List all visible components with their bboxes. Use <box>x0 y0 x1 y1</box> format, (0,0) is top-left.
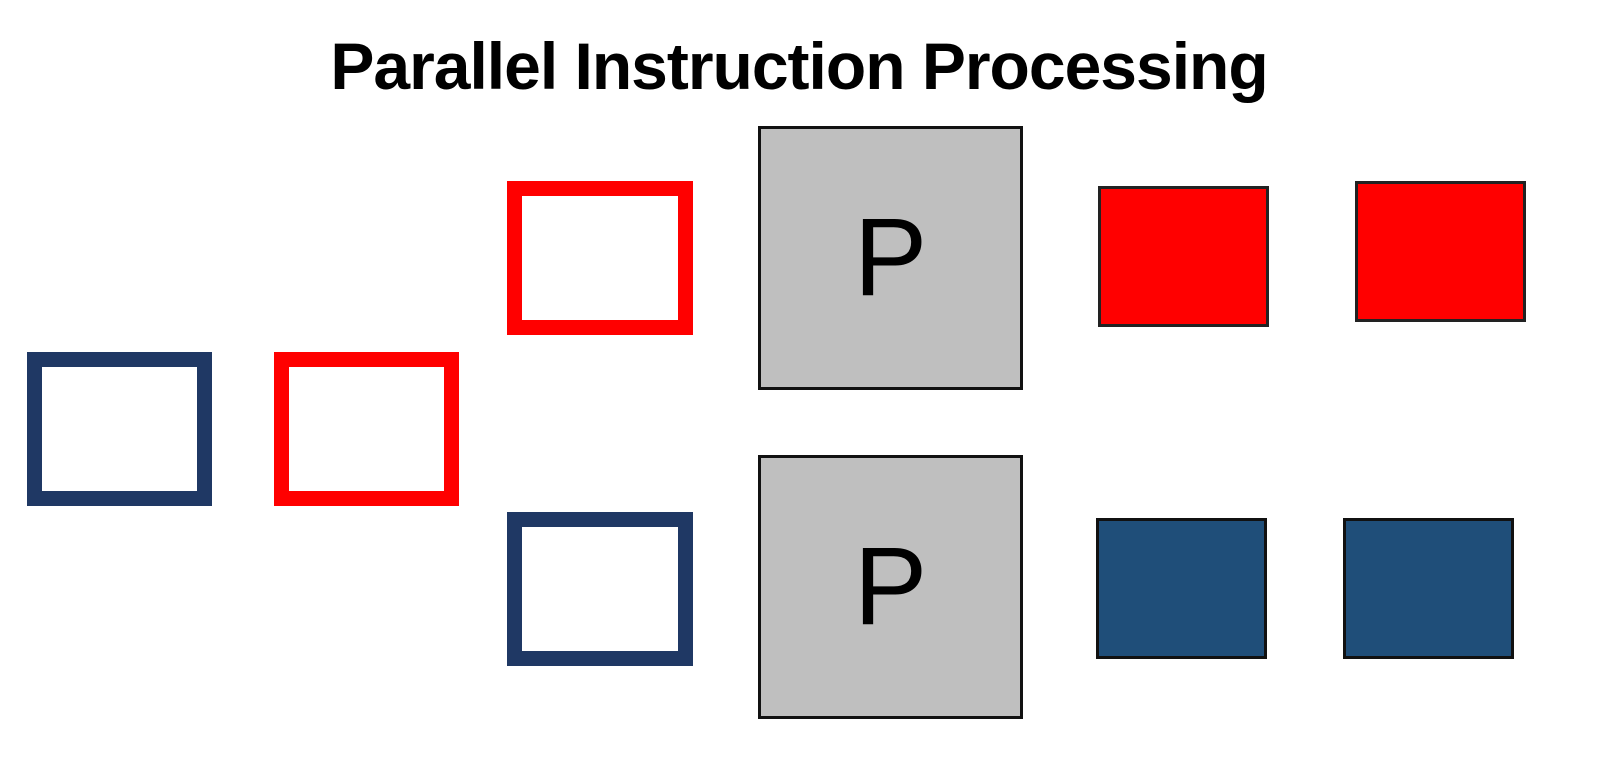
processor-label: P <box>853 525 928 648</box>
queued-instruction-red <box>274 352 459 506</box>
processor-bottom: P <box>758 455 1023 719</box>
processed-instruction-blue <box>1096 518 1267 659</box>
diagram-title: Parallel Instruction Processing <box>330 29 1268 103</box>
processor-label: P <box>853 196 928 319</box>
processed-instruction-red <box>1355 181 1526 322</box>
processed-instruction-blue <box>1343 518 1514 659</box>
incoming-instruction-red <box>507 181 693 335</box>
queued-instruction-navy <box>27 352 212 506</box>
processed-instruction-red <box>1098 186 1269 327</box>
processor-top: P <box>758 126 1023 390</box>
incoming-instruction-navy <box>507 512 693 666</box>
